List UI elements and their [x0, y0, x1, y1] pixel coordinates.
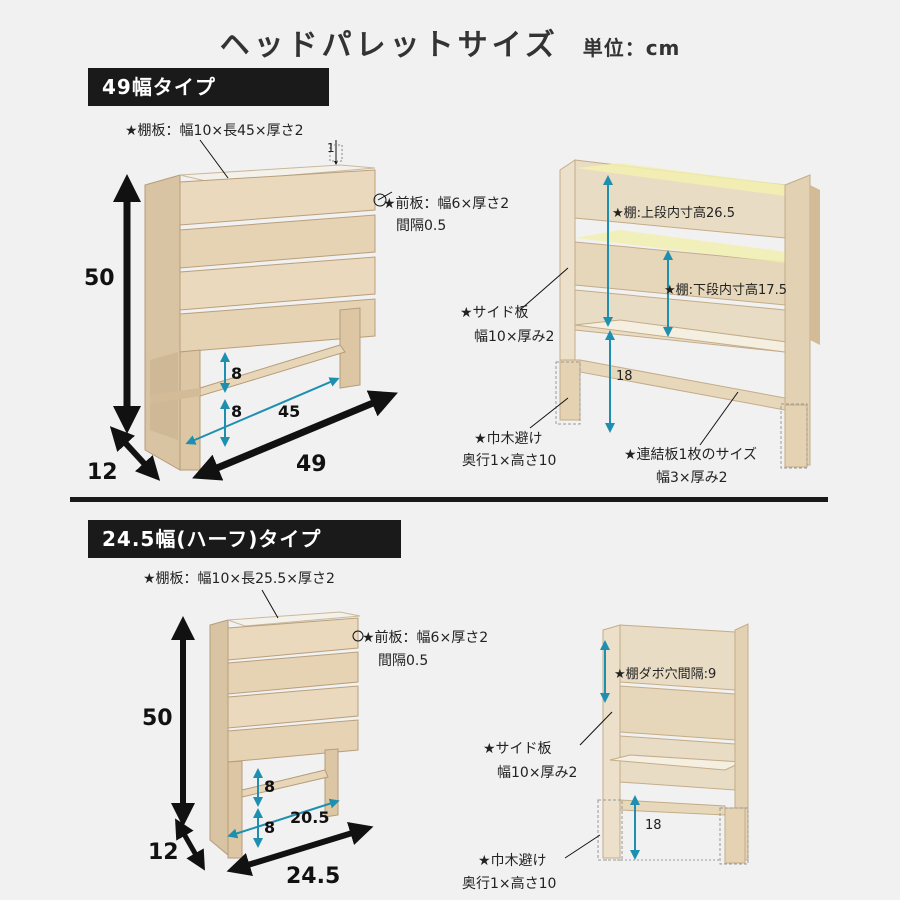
dim-gap-upper-245-label: 8 [264, 777, 276, 796]
connector-49-title: ★連結板1枚のサイズ [624, 447, 758, 463]
front-board-245: ★前板：幅6×厚さ2 [362, 630, 489, 646]
dim-width-245-label: 24.5 [286, 864, 341, 889]
unit-label: 単位：cm [582, 36, 681, 60]
side-board-49-title: ★サイド板 [460, 305, 529, 321]
baseboard-245-size: 奥行1×高さ10 [462, 876, 557, 892]
dim-inner-w-49 [185, 377, 340, 445]
callout-baseboard-245 [564, 834, 601, 859]
upper-inner-height-49: ★棚:上段内寸高26.5 [612, 206, 735, 221]
baseboard-49-size: 奥行1×高さ10 [462, 453, 557, 469]
baseboard-245-title: ★巾木避け [478, 853, 547, 869]
lower-inner-height-49: ★棚:下段内寸高17.5 [664, 283, 787, 298]
dim-depth-245-label: 12 [148, 840, 179, 865]
band-245: 24.5幅(ハーフ)タイプ [88, 520, 401, 558]
page-title: ヘッドパレットサイズ単位：cm [0, 20, 900, 64]
callout-baseboard-49 [529, 397, 569, 429]
callout-side-49 [519, 267, 569, 311]
floor-gap-245: 18 [645, 818, 662, 833]
dim-height-245-label: 50 [142, 706, 173, 731]
dim-gap-lower-49-label: 8 [231, 402, 243, 421]
callout-shelf-245 [261, 589, 279, 619]
dim-width-245 [226, 822, 374, 876]
band-49-label: 49幅タイプ [102, 75, 216, 99]
title-text: ヘッドパレットサイズ [219, 28, 559, 63]
front-shelf-245 [209, 611, 361, 859]
dim-gap-lower-245-label: 8 [264, 818, 276, 837]
front-board-49: ★前板：幅6×厚さ2 [383, 196, 510, 212]
callout-side-245 [579, 711, 613, 746]
band-49: 49幅タイプ [88, 68, 329, 106]
front-shelf-49 [144, 164, 376, 471]
dim-inner-w-245 [227, 798, 340, 839]
shelf-gap-49: 1 [327, 141, 335, 155]
band-245-label: 24.5幅(ハーフ)タイプ [102, 527, 322, 551]
dim-depth-245 [175, 818, 205, 871]
section-divider [70, 497, 828, 502]
front-gap-245: 間隔0.5 [378, 653, 429, 669]
connector-49-size: 幅3×厚み2 [656, 470, 728, 486]
side-board-49-size: 幅10×厚み2 [474, 329, 555, 345]
dowel-interval-245: ★棚ダボ穴間隔:9 [614, 667, 717, 682]
floor-gap-49: 18 [616, 369, 633, 384]
baseboard-49-title: ★巾木避け [474, 431, 543, 447]
dim-inner-w-49-label: 45 [278, 402, 301, 421]
back-frame-49 [559, 159, 820, 468]
dim-height-49-label: 50 [84, 266, 115, 291]
dim-depth-49 [109, 426, 161, 481]
shelf-board-245: ★棚板：幅10×長25.5×厚さ2 [143, 571, 335, 587]
dim-width-49-label: 49 [296, 452, 327, 477]
side-board-245-title: ★サイド板 [483, 741, 552, 757]
dim-gap-upper-49-label: 8 [231, 364, 243, 383]
callout-shelf-49 [199, 139, 229, 179]
front-gap-49: 間隔0.5 [396, 218, 447, 234]
shelf-board-49: ★棚板：幅10×長45×厚さ2 [125, 123, 304, 139]
callout-connector-49 [699, 391, 739, 446]
dim-depth-49-label: 12 [87, 460, 118, 485]
back-frame-245 [602, 623, 749, 864]
dim-inner-w-245-label: 20.5 [290, 808, 330, 827]
side-board-245-size: 幅10×厚み2 [497, 765, 578, 781]
